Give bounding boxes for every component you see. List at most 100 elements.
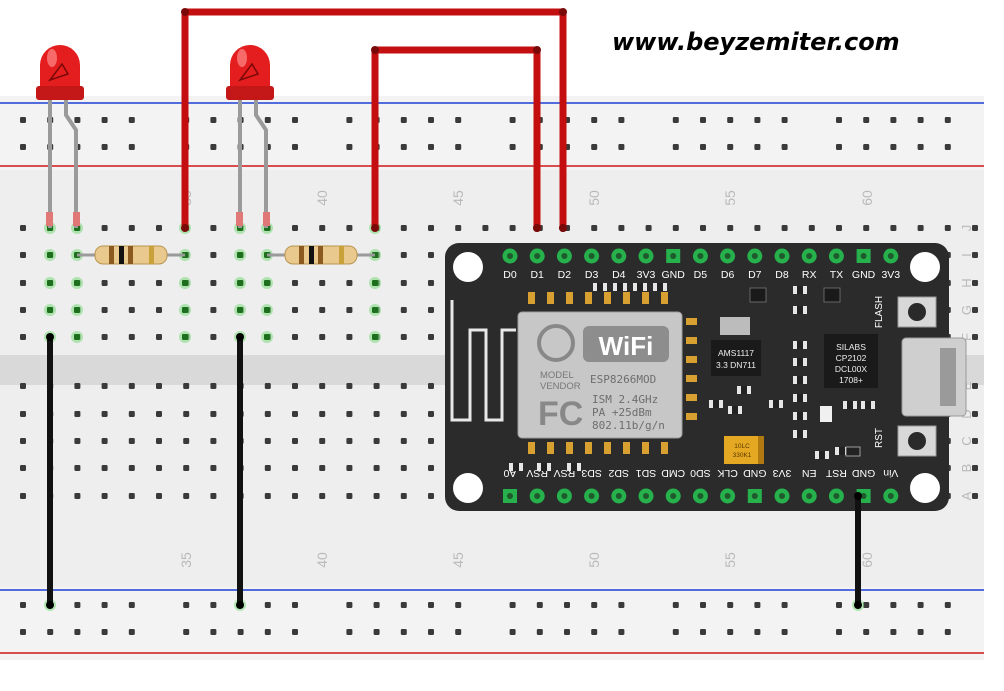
pin-label-top: 3V3 <box>637 269 656 281</box>
breadboard-hole <box>972 411 978 417</box>
module-pad <box>623 292 630 304</box>
breadboard-hole <box>210 383 217 389</box>
column-number-bottom: 40 <box>314 552 330 568</box>
smd-component-body <box>797 306 803 314</box>
breadboard-hole <box>101 144 108 150</box>
breadboard-hole <box>591 225 598 231</box>
wire-joint <box>854 601 862 609</box>
led-1-rim <box>36 86 84 100</box>
breadboard-hole <box>101 280 108 286</box>
breadboard-hole <box>346 334 353 340</box>
wire-joint <box>559 8 567 16</box>
breadboard-hole <box>210 629 217 635</box>
antenna-trace <box>450 300 516 422</box>
breadboard-hole <box>591 117 598 123</box>
header-pin-hole <box>860 253 867 259</box>
regulator <box>711 340 761 376</box>
breadboard-hole <box>591 629 598 635</box>
pin-label-top: D8 <box>775 269 789 281</box>
breadboard-hole <box>972 225 978 231</box>
breadboard-hole <box>292 225 298 231</box>
breadboard-hole <box>74 493 81 499</box>
connected-hole <box>47 280 53 286</box>
pin-label-bottom: SD3 <box>581 467 602 479</box>
breadboard-hole <box>836 117 842 123</box>
breadboard-hole <box>972 280 978 286</box>
pin-label-bottom: GND <box>852 467 876 479</box>
connected-hole <box>182 307 188 313</box>
breadboard-hole <box>400 334 407 340</box>
pin-label-top: RX <box>802 269 817 281</box>
led-2-highlight <box>237 49 247 67</box>
breadboard-hole <box>400 493 407 499</box>
breadboard-hole <box>74 411 81 417</box>
breadboard-hole <box>400 307 407 313</box>
bottom-power-rail <box>0 587 984 660</box>
model-label: MODEL <box>540 370 574 381</box>
smd-component-body <box>513 463 519 471</box>
wire-joint <box>236 333 244 341</box>
pin-label-bottom: RST <box>825 467 847 479</box>
wire-joint <box>46 601 54 609</box>
wire-joint <box>533 224 541 232</box>
breadboard-hole <box>74 383 81 389</box>
breadboard-hole <box>618 117 625 123</box>
header-pin-hole <box>833 253 840 259</box>
resistor-1-band <box>109 246 114 264</box>
module-pad <box>604 292 611 304</box>
vendor-label: VENDOR <box>540 381 581 392</box>
breadboard-hole <box>20 280 26 286</box>
breadboard-hole <box>20 225 26 231</box>
breadboard-hole <box>863 602 870 608</box>
row-letter-bottom: A <box>959 491 974 500</box>
module-pad <box>547 292 554 304</box>
breadboard-hole <box>672 629 679 635</box>
breadboard-hole <box>754 117 761 123</box>
breadboard-hole <box>128 493 135 499</box>
breadboard-hole <box>781 629 788 635</box>
top-power-rail <box>0 96 984 170</box>
breadboard-hole <box>754 144 761 150</box>
breadboard-hole <box>428 629 434 635</box>
breadboard-hole <box>400 411 407 417</box>
breadboard-hole <box>564 602 570 608</box>
row-letter-bottom: C <box>959 436 974 445</box>
breadboard-hole <box>346 144 353 150</box>
header-pin-hole <box>615 493 622 499</box>
mounting-hole <box>910 252 940 282</box>
breadboard-hole <box>428 117 434 123</box>
breadboard-hole <box>128 602 135 608</box>
breadboard-hole <box>618 144 625 150</box>
resistor-1-band <box>119 246 124 264</box>
breadboard-hole <box>128 383 135 389</box>
smd-component-body <box>741 386 747 394</box>
flash-button-cap <box>908 303 926 321</box>
breadboard-hole <box>20 383 26 389</box>
breadboard-hole <box>264 438 271 444</box>
breadboard-hole <box>346 629 353 635</box>
breadboard-hole <box>428 280 434 286</box>
breadboard-hole <box>156 411 162 417</box>
breadboard-hole <box>373 602 380 608</box>
breadboard-hole <box>74 117 81 123</box>
column-number-top: 40 <box>314 190 330 206</box>
esp-logo-icon <box>537 324 575 362</box>
breadboard-hole <box>292 438 298 444</box>
connected-hole <box>237 307 243 313</box>
breadboard-hole <box>781 225 788 231</box>
smd-component-body <box>617 283 623 291</box>
pin-label-top: D4 <box>612 269 626 281</box>
breadboard-hole <box>754 602 761 608</box>
breadboard-hole <box>101 602 108 608</box>
connected-hole <box>74 280 80 286</box>
breadboard-hole <box>808 225 815 231</box>
pin-label-bottom: SD0 <box>690 467 711 479</box>
breadboard-hole <box>20 602 26 608</box>
breadboard-hole <box>972 334 978 340</box>
breadboard-hole <box>727 225 734 231</box>
breadboard-hole <box>128 465 135 471</box>
regulator-text: 3.3 DN711 <box>716 360 756 370</box>
module-name: ESP8266MOD <box>590 373 656 386</box>
